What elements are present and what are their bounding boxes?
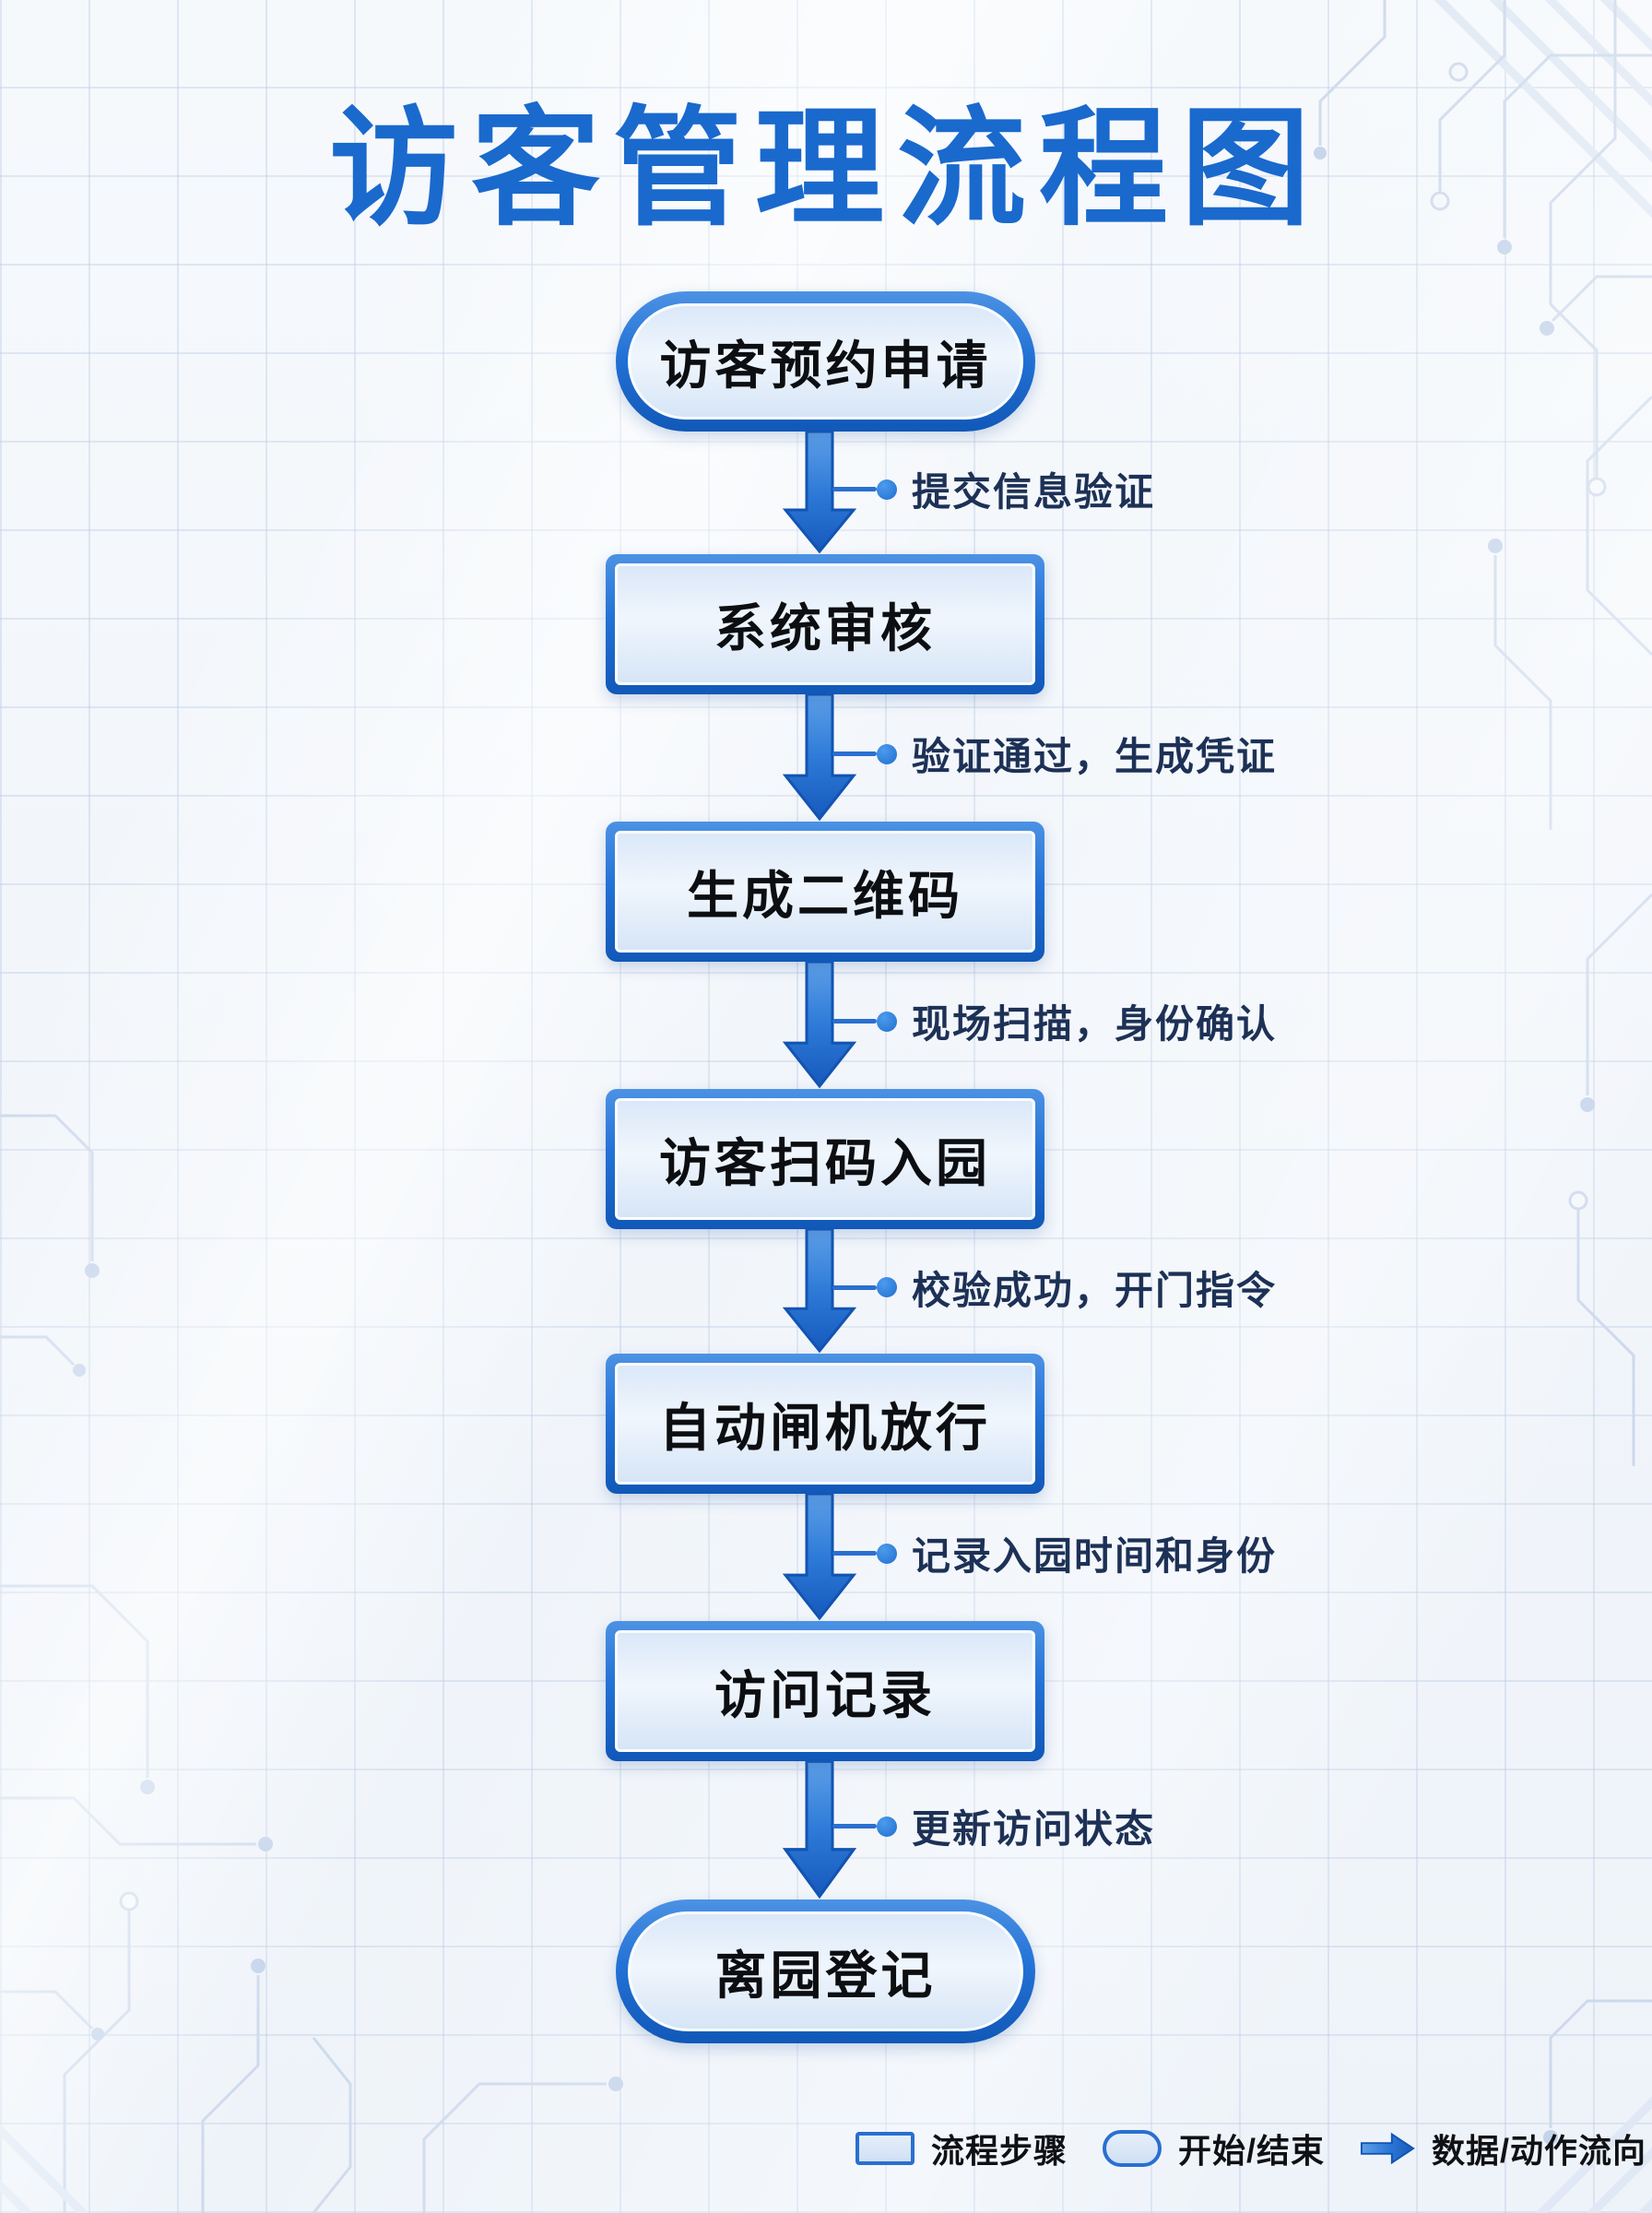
legend-label: 数据/动作流向 bbox=[1432, 2132, 1647, 2170]
terminal-pill-swatch-icon bbox=[1103, 2130, 1162, 2167]
connector-dot-icon bbox=[877, 743, 897, 764]
connector-line bbox=[832, 1019, 877, 1024]
connector-line bbox=[832, 487, 877, 491]
edge-review-qrcode: 验证通过，生成凭证 bbox=[0, 694, 1652, 822]
edge-note: 更新访问状态 bbox=[832, 1806, 1155, 1851]
down-arrow-icon bbox=[782, 1229, 857, 1354]
edge-start-review: 提交信息验证 bbox=[0, 432, 1652, 554]
connector-line bbox=[832, 1824, 877, 1828]
node-gate-release-surface: 自动闸机放行 bbox=[615, 1363, 1035, 1485]
node-visit-log-label: 访问记录 bbox=[714, 1665, 936, 1724]
node-start: 访客预约申请 bbox=[616, 291, 1035, 432]
edge-note: 记录入园时间和身份 bbox=[832, 1533, 1277, 1578]
legend-label: 开始/结束 bbox=[1178, 2132, 1326, 2170]
connector-dot-icon bbox=[877, 1011, 897, 1032]
node-end-surface: 离园登记 bbox=[628, 1911, 1023, 2031]
edge-label: 验证通过，生成凭证 bbox=[912, 735, 1278, 779]
connector-line bbox=[832, 1284, 877, 1290]
node-generate-qrcode-label: 生成二维码 bbox=[687, 866, 963, 925]
node-end-label: 离园登记 bbox=[714, 1946, 937, 2005]
connector-dot-icon bbox=[877, 1543, 897, 1564]
node-visit-log: 访问记录 bbox=[606, 1621, 1044, 1761]
edge-label: 现场扫描，身份确认 bbox=[912, 1002, 1278, 1047]
edge-label: 提交信息验证 bbox=[912, 470, 1156, 514]
node-gate-release: 自动闸机放行 bbox=[606, 1354, 1044, 1494]
legend-item-terminal: 开始/结束 bbox=[1103, 2124, 1325, 2172]
legend-item-flow: 数据/动作流向 bbox=[1360, 2124, 1646, 2172]
down-arrow-icon bbox=[782, 1494, 857, 1621]
page-title: 访客管理流程图 bbox=[328, 96, 1323, 241]
node-scan-entry: 访客扫码入园 bbox=[606, 1089, 1044, 1229]
connector-dot-icon bbox=[877, 1277, 897, 1298]
edge-scan-gate: 校验成功，开门指令 bbox=[0, 1229, 1652, 1354]
edge-note: 校验成功，开门指令 bbox=[832, 1267, 1277, 1312]
connector-dot-icon bbox=[877, 1816, 897, 1837]
node-end: 离园登记 bbox=[616, 1899, 1035, 2043]
down-arrow-icon bbox=[782, 1761, 857, 1899]
node-scan-entry-label: 访客扫码入园 bbox=[659, 1133, 991, 1192]
down-arrow-icon bbox=[782, 694, 857, 822]
connector-line bbox=[832, 751, 877, 757]
node-gate-release-label: 自动闸机放行 bbox=[659, 1398, 991, 1457]
edge-gate-log: 记录入园时间和身份 bbox=[0, 1494, 1652, 1621]
node-scan-entry-surface: 访客扫码入园 bbox=[615, 1098, 1035, 1220]
edge-note: 验证通过，生成凭证 bbox=[832, 734, 1277, 778]
node-system-review-surface: 系统审核 bbox=[615, 563, 1035, 685]
legend-item-process: 流程步骤 bbox=[856, 2124, 1068, 2172]
node-generate-qrcode: 生成二维码 bbox=[606, 822, 1044, 962]
process-rect-swatch-icon bbox=[856, 2132, 914, 2165]
edge-log-end: 更新访问状态 bbox=[0, 1761, 1652, 1899]
node-system-review-label: 系统审核 bbox=[714, 598, 936, 657]
node-visit-log-surface: 访问记录 bbox=[615, 1630, 1035, 1752]
legend-label: 流程步骤 bbox=[931, 2132, 1068, 2170]
edge-qrcode-scan: 现场扫描，身份确认 bbox=[0, 962, 1652, 1089]
node-start-surface: 访客预约申请 bbox=[628, 303, 1023, 420]
edge-label: 校验成功，开门指令 bbox=[912, 1268, 1278, 1312]
connector-line bbox=[832, 1551, 877, 1556]
right-arrow-icon bbox=[1360, 2132, 1415, 2165]
edge-label: 更新访问状态 bbox=[912, 1807, 1156, 1851]
node-generate-qrcode-surface: 生成二维码 bbox=[615, 831, 1035, 953]
edge-note: 提交信息验证 bbox=[832, 469, 1155, 514]
legend: 流程步骤 开始/结束 数据/动作流向 bbox=[856, 2126, 1646, 2171]
edge-label: 记录入园时间和身份 bbox=[912, 1534, 1278, 1579]
node-start-label: 访客预约申请 bbox=[659, 336, 992, 395]
node-system-review: 系统审核 bbox=[606, 554, 1044, 694]
connector-dot-icon bbox=[877, 479, 897, 500]
edge-note: 现场扫描，身份确认 bbox=[832, 1001, 1277, 1046]
down-arrow-icon bbox=[782, 962, 857, 1089]
down-arrow-icon bbox=[782, 432, 857, 554]
